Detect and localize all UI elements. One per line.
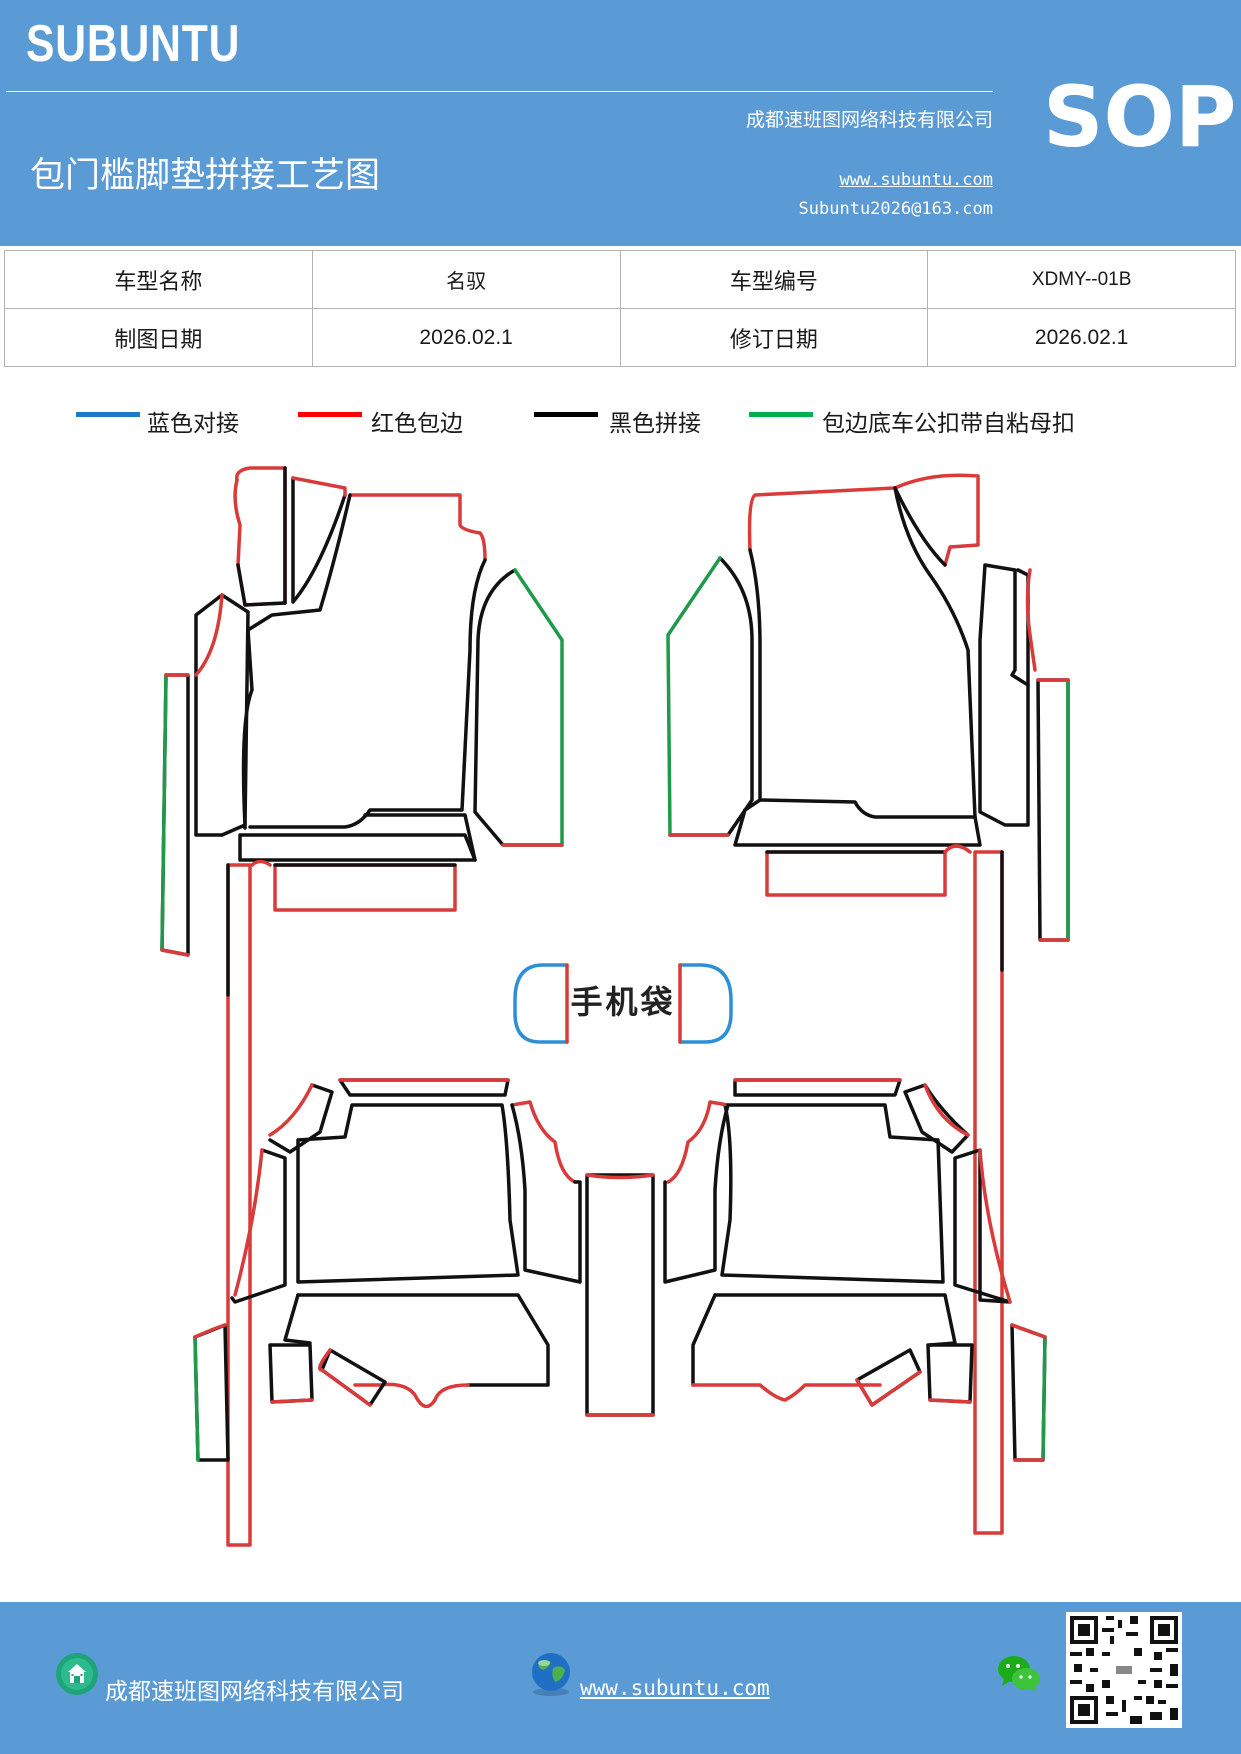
header-email: Subuntu2026@163.com: [798, 199, 993, 219]
table-cell: 修订日期: [619, 308, 929, 367]
legend-label: 蓝色对接: [147, 411, 239, 437]
header: SUBUNTU 成都速班图网络科技有限公司 包门槛脚垫拼接工艺图 www.sub…: [0, 0, 1241, 246]
floor-mat-diagram: 手机袋: [160, 466, 1070, 1547]
phone-bag-label: 手机袋: [570, 983, 675, 1021]
brand-logo: SUBUNTU: [26, 15, 241, 73]
legend: 蓝色对接 红色包边 黑色拼接 包边底车公扣带自粘母扣: [0, 398, 1241, 438]
table-cell: 车型名称: [4, 250, 313, 309]
legend-label: 红色包边: [371, 411, 463, 437]
phone-bag: 手机袋: [513, 963, 733, 1044]
table-cell: 名驭: [311, 250, 621, 309]
footer-company: 成都速班图网络科技有限公司: [105, 1679, 404, 1705]
table-cell: XDMY--01B: [927, 250, 1236, 309]
table-row: 车型名称 名驭 车型编号 XDMY--01B: [4, 250, 1236, 309]
front-left-mat: [160, 466, 564, 1547]
legend-swatch-red: [298, 412, 362, 417]
legend-label: 黑色拼接: [609, 411, 701, 437]
sop-label: SOP: [1043, 68, 1237, 166]
legend-label: 包边底车公扣带自粘母扣: [822, 411, 1075, 437]
info-table: 车型名称 名驭 车型编号 XDMY--01B 制图日期 2026.02.1 修订…: [4, 250, 1236, 367]
wechat-icon: [998, 1656, 1040, 1692]
table-cell: 制图日期: [4, 308, 313, 367]
rear-right-mat: [663, 1078, 1047, 1462]
rear-center-tunnel: [585, 1173, 655, 1417]
footer: 成都速班图网络科技有限公司 www.subuntu.com: [0, 1602, 1241, 1754]
globe-icon: [532, 1653, 570, 1696]
footer-website-link[interactable]: www.subuntu.com: [580, 1676, 770, 1700]
building-icon: [56, 1653, 98, 1695]
header-website-link[interactable]: www.subuntu.com: [839, 170, 993, 190]
legend-swatch-blue: [76, 412, 140, 417]
table-cell: 2026.02.1: [927, 308, 1236, 367]
rear-left-mat: [193, 1078, 582, 1462]
header-divider: [6, 91, 993, 92]
table-cell: 车型编号: [619, 250, 929, 309]
header-company: 成都速班图网络科技有限公司: [745, 109, 993, 131]
front-right-mat: [666, 473, 1070, 1535]
legend-swatch-green: [749, 412, 813, 417]
legend-swatch-black: [534, 412, 598, 417]
qr-code-icon[interactable]: [1066, 1612, 1182, 1728]
page-title: 包门槛脚垫拼接工艺图: [30, 156, 381, 196]
table-cell: 2026.02.1: [311, 308, 621, 367]
table-row: 制图日期 2026.02.1 修订日期 2026.02.1: [4, 308, 1236, 367]
